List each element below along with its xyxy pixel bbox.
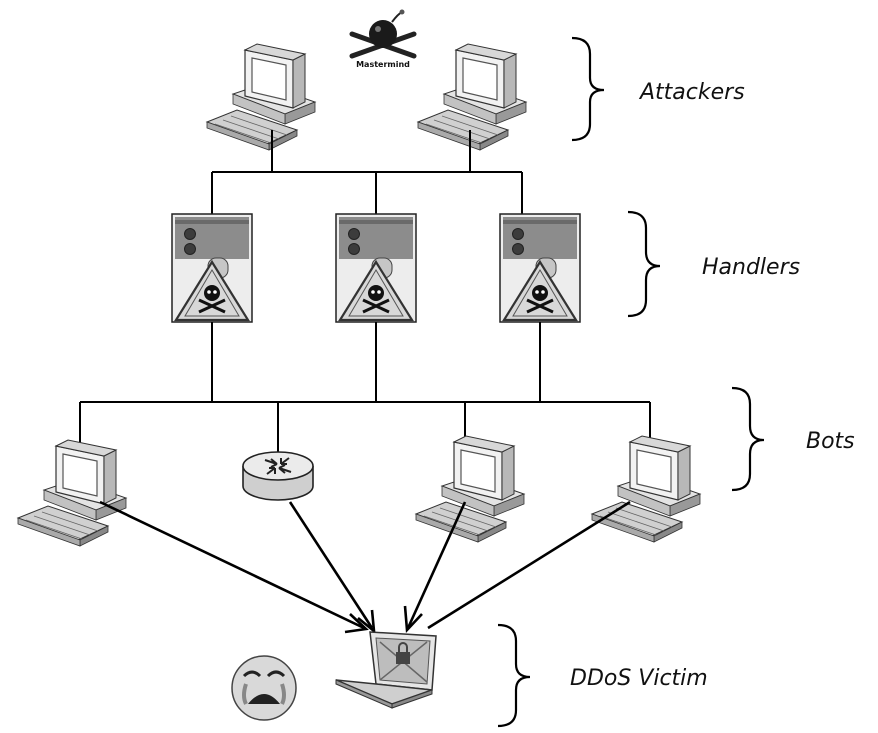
attackers-brace (571, 36, 605, 142)
handlers-label: Handlers (702, 255, 800, 280)
bots-brace (731, 386, 765, 492)
handler-server-1 (170, 212, 254, 324)
handler-server-2 (334, 212, 418, 324)
attack-arrows (99, 500, 631, 634)
handlers-brace (627, 210, 661, 318)
attacker-handler-links (211, 130, 523, 214)
bot-computer-1 (17, 439, 127, 547)
victim-laptop-icon (335, 631, 437, 709)
attacker-computer-2 (417, 43, 527, 151)
bot-router (242, 451, 314, 501)
mastermind-bomb-icon (349, 9, 417, 59)
bot-computer-3 (591, 435, 701, 543)
crying-face-icon (231, 655, 297, 721)
victim-brace (497, 623, 531, 728)
bot-computer-2 (415, 435, 525, 543)
handler-bot-links (79, 322, 651, 452)
attacker-computer-1 (206, 43, 316, 151)
ddos-victim-label: DDoS Victim (570, 666, 708, 691)
bots-label: Bots (806, 429, 855, 454)
handler-server-3 (498, 212, 582, 324)
mastermind-label: Mastermind (356, 60, 410, 69)
attackers-label: Attackers (638, 80, 745, 105)
